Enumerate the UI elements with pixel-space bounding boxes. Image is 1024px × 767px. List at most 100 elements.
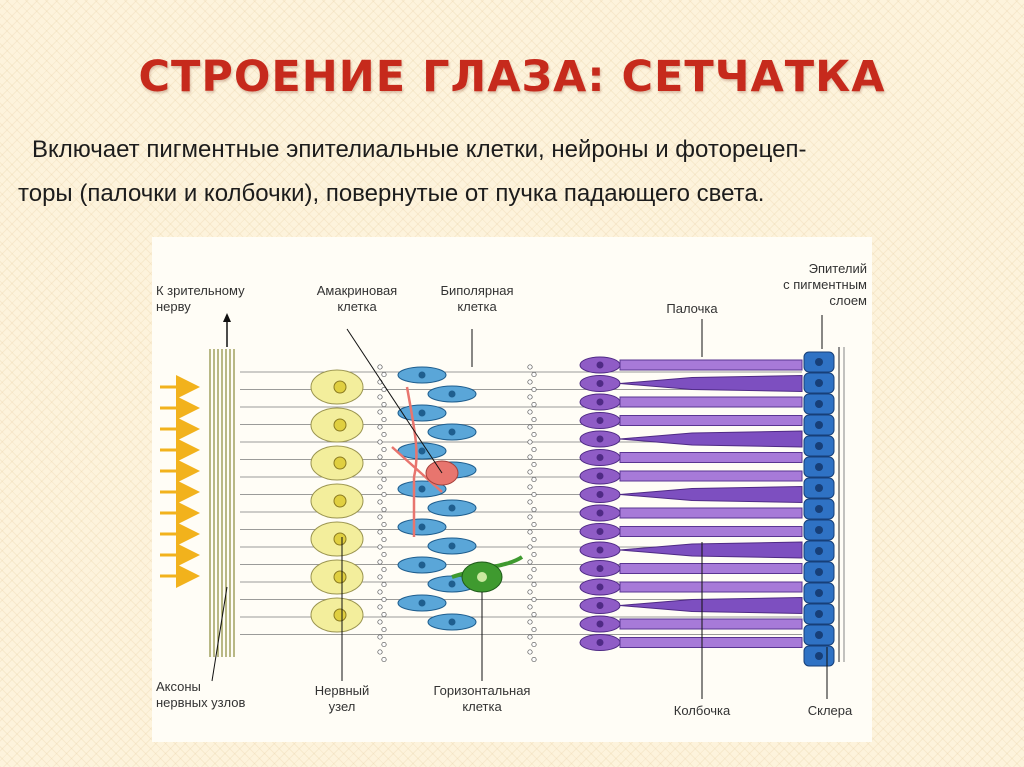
bipolar-nucleus: [448, 504, 456, 512]
rod-outer-segment: [619, 526, 803, 537]
photoreceptor-nucleus: [596, 454, 604, 461]
synapse-dot: [377, 424, 383, 430]
ganglion-cell-layer: [310, 364, 387, 663]
photoreceptor-nucleus: [596, 565, 604, 572]
pigment-nucleus: [815, 568, 823, 576]
rod-outer-segment: [619, 415, 803, 426]
label-bipolar-cell: Биполярная клетка: [440, 283, 514, 314]
synapse-dot: [527, 559, 533, 565]
bipolar-nucleus: [448, 542, 456, 550]
label-horizontal-cell: Горизонтальная клетка: [433, 683, 531, 714]
synapse-dot: [527, 394, 533, 400]
bipolar-nucleus: [448, 618, 456, 626]
synapse-dot: [381, 386, 387, 393]
rod-outer-segment: [619, 507, 803, 519]
synapse-dot: [531, 611, 537, 618]
pigment-nucleus: [815, 463, 823, 471]
photoreceptor-nucleus: [596, 583, 604, 591]
photoreceptor-nucleus: [596, 491, 604, 498]
label-amacrine-cell: Амакриновая клетка: [316, 283, 398, 314]
synapse-dot: [381, 626, 387, 633]
synapse-dot: [531, 476, 537, 483]
label-ganglion-cell: Нервный узел: [314, 683, 370, 714]
synapse-dot: [377, 559, 383, 565]
label-ganglion-axons: Аксоны нервных узлов: [156, 679, 246, 710]
synapse-dot: [377, 514, 383, 520]
rod-outer-segment: [619, 637, 803, 648]
pigment-epithelium-layer: [803, 347, 845, 667]
ganglion-nucleus: [333, 570, 347, 584]
synapse-dot: [377, 589, 383, 595]
photoreceptor-nucleus: [596, 639, 604, 646]
cone-outer-segment: [619, 374, 803, 393]
pigment-nucleus: [815, 526, 823, 534]
synapse-dot: [527, 589, 533, 595]
synapse-dot: [527, 529, 533, 535]
synapse-dot: [377, 364, 383, 370]
synapse-dot: [527, 514, 533, 520]
pigment-nucleus: [815, 589, 823, 597]
synapse-dot: [527, 574, 533, 580]
synapse-dot: [527, 499, 533, 505]
synapse-dot: [531, 641, 537, 648]
photoreceptor-nucleus: [596, 380, 604, 387]
synapse-dot: [531, 401, 537, 408]
cone-outer-segment: [619, 430, 803, 448]
pigment-nucleus: [815, 442, 823, 450]
synapse-dot: [527, 604, 533, 610]
rod-outer-segment: [619, 618, 803, 630]
bipolar-nucleus: [448, 580, 456, 588]
label-cone: Колбочка: [673, 703, 731, 718]
photoreceptor-nucleus: [596, 602, 604, 609]
synapse-dot: [527, 424, 533, 430]
pigment-nucleus: [815, 400, 823, 408]
rod-outer-segment: [619, 470, 803, 482]
photoreceptor-nucleus: [596, 398, 604, 406]
label-optic-nerve: К зрительному нерву: [156, 283, 245, 314]
bipolar-nucleus: [418, 485, 426, 493]
bipolar-nucleus: [448, 428, 456, 436]
synapse-dot: [527, 409, 533, 415]
synapse-dot: [381, 431, 387, 438]
synapse-dot: [381, 581, 387, 588]
horizontal-nucleus: [477, 572, 487, 582]
synapse-dot: [381, 551, 387, 558]
pigment-nucleus: [815, 610, 823, 618]
synapse-dot: [531, 551, 537, 558]
synapse-dot: [377, 574, 383, 580]
synapse-dot: [377, 649, 383, 655]
photoreceptor-layer: [579, 356, 803, 651]
bipolar-nucleus: [418, 447, 426, 455]
synapse-dot: [381, 461, 387, 468]
synapse-dot: [381, 566, 387, 573]
cone-outer-segment: [619, 485, 803, 504]
synapse-dot: [527, 469, 533, 475]
synapse-dot: [531, 446, 537, 453]
retina-diagram: К зрительному нерву Амакриновая клетка Б…: [152, 237, 872, 742]
synapse-dot: [377, 544, 383, 550]
synapse-dot: [527, 484, 533, 490]
pigment-nucleus: [815, 547, 823, 555]
synapse-dot: [531, 536, 537, 543]
synapse-dot: [531, 626, 537, 633]
subtitle-line-2: торы (палочки и колбочки), повернутые от…: [18, 180, 765, 207]
photoreceptor-nucleus: [596, 417, 604, 424]
pigment-nucleus: [815, 631, 823, 639]
cone-outer-segment: [619, 596, 803, 615]
retina-diagram-svg: [160, 313, 845, 699]
synapse-dot: [381, 401, 387, 408]
ganglion-nucleus: [333, 608, 347, 622]
rod-outer-segment: [619, 581, 803, 593]
pigment-nucleus: [815, 652, 823, 660]
synapse-dot: [531, 656, 537, 663]
synapse-dot: [377, 619, 383, 625]
synapse-dot: [531, 566, 537, 573]
synapse-dot: [377, 604, 383, 610]
synapse-dot: [381, 476, 387, 483]
ganglion-nucleus: [333, 456, 347, 470]
synapse-dot: [527, 619, 533, 625]
rod-outer-segment: [619, 396, 803, 408]
synapse-dot: [377, 634, 383, 640]
photoreceptor-nucleus: [596, 361, 604, 369]
synapse-dot: [381, 596, 387, 603]
